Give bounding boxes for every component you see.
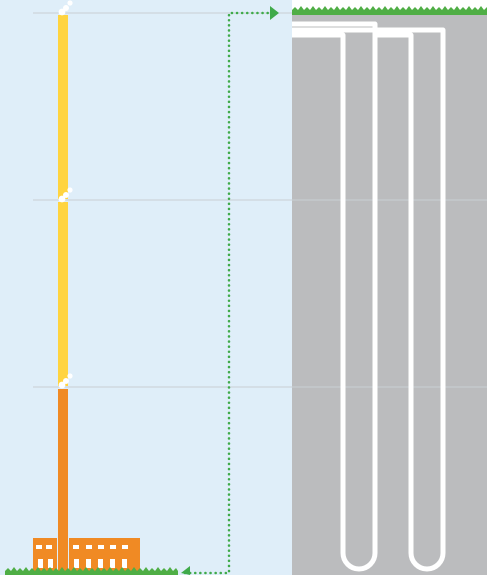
chimney-segment-top xyxy=(58,15,68,199)
sky-background xyxy=(0,0,292,575)
factory-right-wing xyxy=(69,538,140,572)
smoke-puff-icon xyxy=(58,187,73,203)
grass-strip-right xyxy=(292,6,487,15)
comparison-arrow xyxy=(181,6,279,575)
pipe-loop-left xyxy=(292,21,378,572)
arrow-right-icon xyxy=(270,6,279,20)
smoke-puff-icon xyxy=(58,0,73,16)
chimney-stack xyxy=(58,15,68,572)
chimney-segment-bottom xyxy=(58,389,68,572)
grass-strip-left xyxy=(5,567,178,575)
chimney-segment-middle xyxy=(58,202,68,386)
factory-building xyxy=(33,538,140,572)
smoke-puff-icon xyxy=(58,373,73,389)
factory-left-wing xyxy=(33,538,57,572)
pipe-loop-right xyxy=(292,27,446,572)
ground-background xyxy=(292,13,487,575)
arrow-left-icon xyxy=(181,566,190,575)
factory-windows xyxy=(36,545,128,568)
borehole-pipes xyxy=(292,21,446,572)
